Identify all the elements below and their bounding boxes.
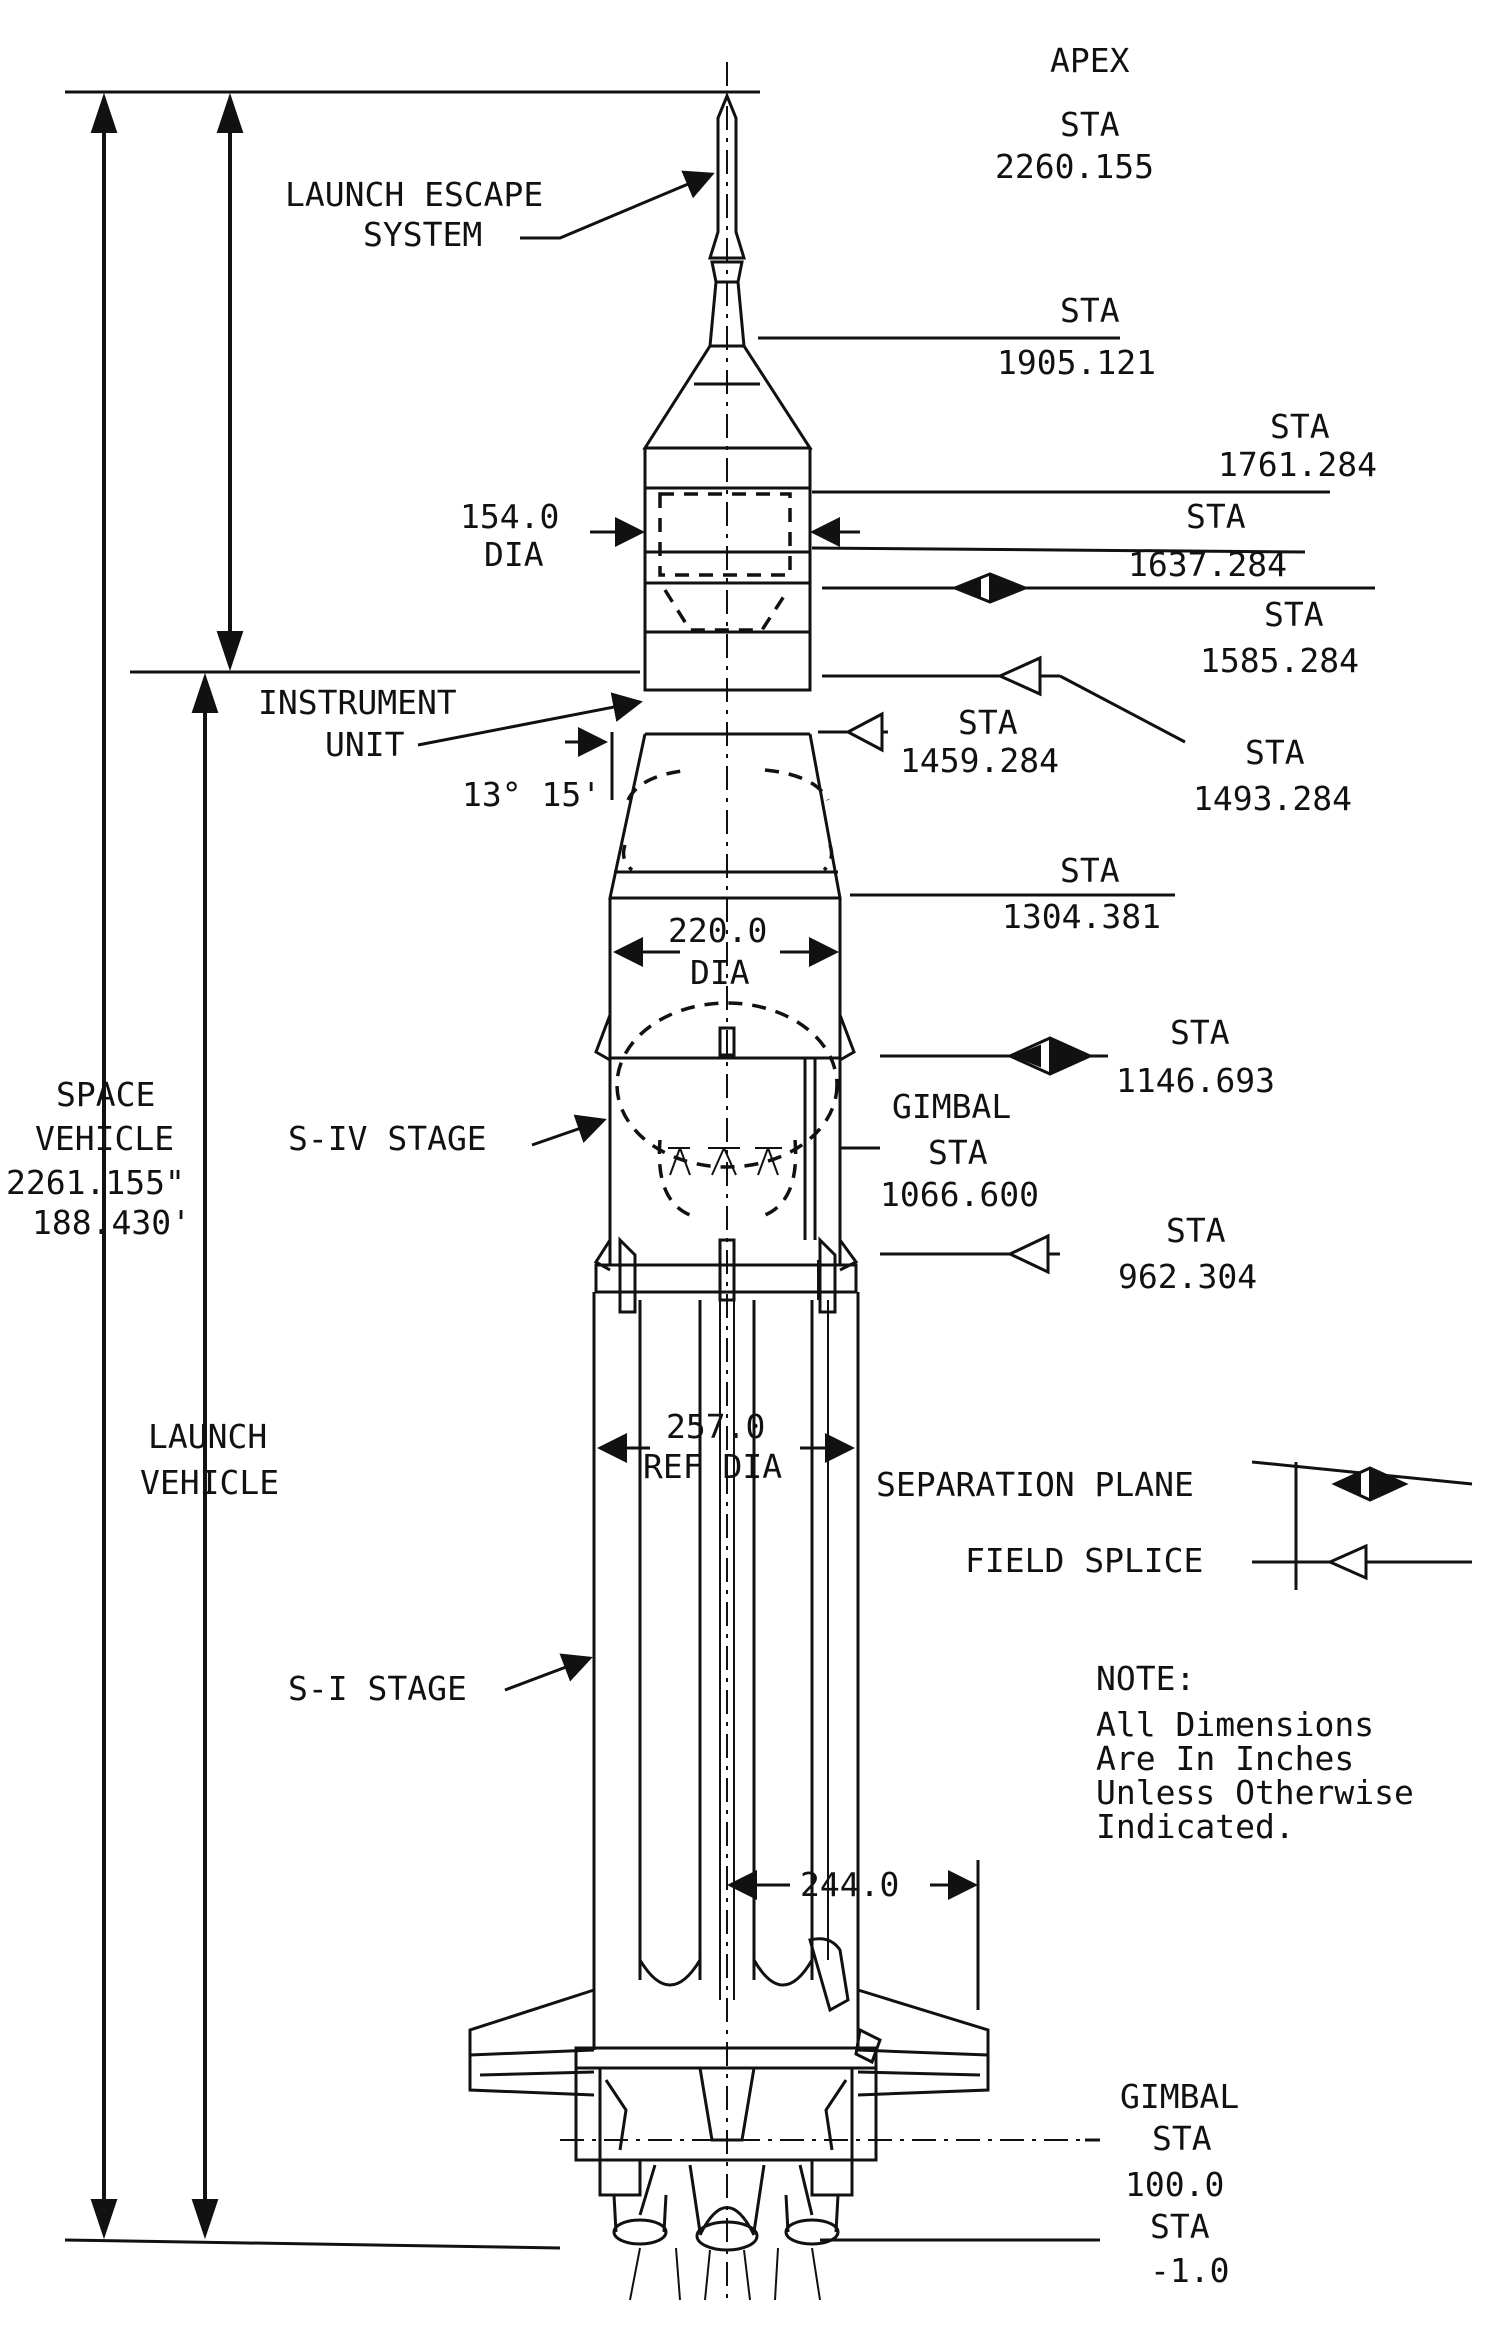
legend: SEPARATION PLANE FIELD SPLICE [876,1465,1203,1580]
instrument-unit-label: INSTRUMENT [258,683,457,722]
station-value: 1304.381 [1002,897,1161,936]
dia-154-unit: DIA [484,535,544,574]
station-label: STA [1166,1211,1226,1250]
station-value: 1493.284 [1193,779,1352,818]
note-title: NOTE: [1096,1659,1195,1698]
dia-154-value: 154.0 [460,497,559,536]
dia-220-unit: DIA [690,953,750,992]
gimbal-label: GIMBAL [1120,2077,1239,2116]
station-label: STA [1060,105,1120,144]
station-label: STA [1152,2119,1212,2158]
arrowhead-icon [90,92,118,133]
station-label: STA [958,703,1018,742]
station-value: 962.304 [1118,1257,1257,1296]
separation-plane-icon [950,572,1030,604]
station-labels: APEX STA 2260.155 STA 1905.121 STA 1761.… [880,41,1377,2290]
space-vehicle-length-inches: 2261.155" [6,1163,185,1202]
station-value: 1585.284 [1200,641,1359,680]
instrument-unit-label: UNIT [325,725,405,764]
service-module [643,448,812,692]
station-value: 1637.284 [1128,545,1287,584]
arrowhead-icon [216,92,244,133]
s-i-stage-label: S-I STAGE [288,1669,467,1708]
note-line: Indicated. [1096,1807,1295,1846]
station-label: STA [1245,733,1305,772]
note-line: Are In Inches [1096,1739,1354,1778]
sla-adapter [608,733,842,900]
arrowhead-icon [191,672,219,713]
launch-vehicle-label: LAUNCH [148,1417,267,1456]
station-value: 100.0 [1125,2165,1224,2204]
space-vehicle-length-feet: 188.430' [32,1203,191,1242]
station-label: STA [1264,595,1324,634]
note-line: Unless Otherwise [1096,1773,1414,1812]
tail-fins [468,1988,990,2097]
station-label: STA [1060,291,1120,330]
station-value: 1459.284 [900,741,1059,780]
adapter-angle-label: 13° 15' [462,775,601,814]
legend-separation-plane-label: SEPARATION PLANE [876,1465,1194,1504]
field-splice-icon [1006,1233,1050,1275]
apex-label: APEX [1050,41,1130,80]
span-244-value: 244.0 [800,1865,899,1904]
legend-separation-plane-icon [1331,1466,1409,1502]
engines [598,2158,854,2301]
separation-plane-icon [1006,1036,1094,1076]
space-vehicle-label: VEHICLE [35,1119,174,1158]
leader-arrows [417,170,980,2010]
rocket-body [468,62,1085,2301]
launch-escape-label: LAUNCH ESCAPE [285,175,543,214]
legend-field-splice-label: FIELD SPLICE [965,1541,1203,1580]
station-label: STA [1186,497,1246,536]
splice-markers [844,572,1473,1590]
legend-field-splice-icon [1326,1543,1368,1581]
arrowhead-icon [191,2199,219,2240]
component-labels: LAUNCH ESCAPE SYSTEM INSTRUMENT UNIT 13°… [258,175,601,1708]
station-label: STA [928,1133,988,1172]
field-splice-icon [996,655,1042,697]
overall-dimension-lines [64,90,760,2250]
gimbal-label: GIMBAL [892,1087,1011,1126]
s-i-stage [592,1260,860,2050]
station-value: 1761.284 [1218,445,1377,484]
station-label: STA [1170,1013,1230,1052]
s-iv-stage-label: S-IV STAGE [288,1119,487,1158]
station-label: STA [1270,407,1330,446]
thrust-structure [560,2027,1085,2162]
station-value: 1905.121 [997,343,1156,382]
launch-escape-tower [707,92,747,260]
station-value: 1146.693 [1116,1061,1275,1100]
station-value: 2260.155 [995,147,1154,186]
station-value: -1.0 [1150,2251,1229,2290]
note-block: NOTE: All Dimensions Are In Inches Unles… [1096,1659,1414,1846]
field-splice-icon [844,711,884,753]
dia-220-value: 220.0 [668,911,767,950]
launch-vehicle-label: VEHICLE [140,1463,279,1502]
dia-257-value: 257.0 [666,1407,765,1446]
station-label: STA [1060,851,1120,890]
arrowhead-icon [216,631,244,672]
station-value: 1066.600 [880,1175,1039,1214]
station-label: STA [1150,2207,1210,2246]
space-vehicle-label: SPACE [56,1075,155,1114]
station-lines [758,336,1375,2242]
dimension-labels: 154.0 DIA 220.0 DIA 257.0 REF DIA 244.0 … [6,497,899,1904]
arrowhead-icon [90,2199,118,2240]
note-line: All Dimensions [1096,1705,1374,1744]
launch-escape-label: SYSTEM [363,215,482,254]
dia-257-unit: REF DIA [643,1447,782,1486]
